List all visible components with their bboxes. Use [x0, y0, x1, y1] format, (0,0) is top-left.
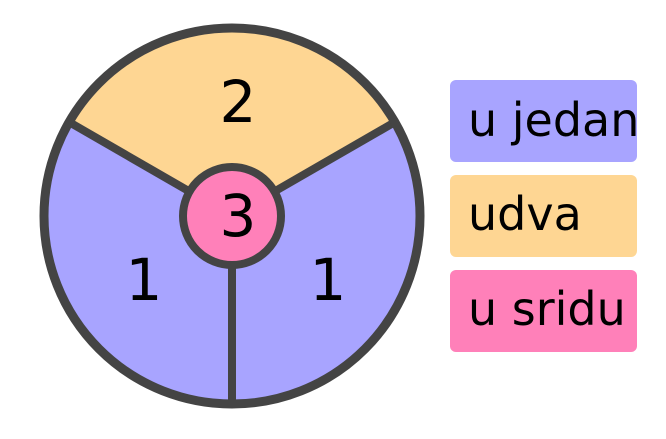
legend-item-3: u sridu: [450, 270, 637, 352]
segment-label-top: 2: [220, 68, 257, 136]
target-outer-ring: [39, 23, 425, 409]
segment-label-right: 1: [310, 246, 347, 314]
segment-center: [179, 163, 285, 269]
legend: u jedan udva u sridu: [450, 80, 639, 352]
segment-label-center: 3: [220, 182, 257, 250]
legend-item-2: udva: [450, 175, 637, 257]
legend-swatch-2: [450, 175, 637, 257]
legend-label-3: u sridu: [468, 282, 626, 336]
legend-swatch-3: [450, 270, 637, 352]
segment-label-left: 1: [126, 246, 163, 314]
legend-item-1: u jedan: [450, 80, 639, 162]
legend-label-2: udva: [468, 187, 582, 241]
legend-label-1: u jedan: [468, 93, 639, 147]
legend-swatch-1: [450, 80, 637, 162]
